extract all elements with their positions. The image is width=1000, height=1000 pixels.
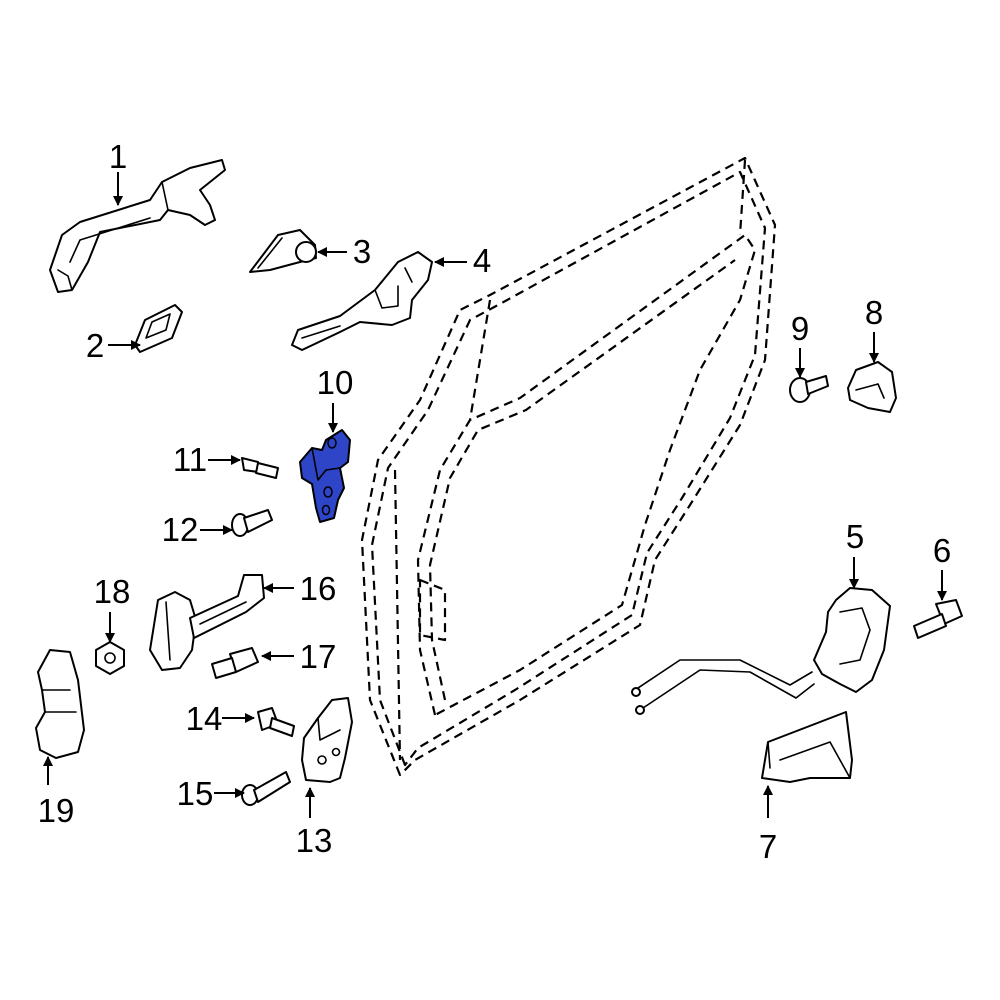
latch-shield-cover [761,711,853,783]
callout-8: 8 [865,294,883,331]
latch-screw-6 [913,599,963,639]
door-hinge-lower [301,697,353,783]
striker-bolt-9 [789,375,829,403]
hinge-bolt-12 [231,509,273,537]
callout-6: 6 [933,532,951,569]
callout-14: 14 [186,700,223,737]
callout-12: 12 [162,511,199,548]
door-hinge-upper-highlighted [299,429,351,523]
leader-lines [43,172,947,818]
callout-15: 15 [177,775,214,812]
callout-19: 19 [38,792,75,829]
callout-labels: 1 2 3 4 5 6 7 8 9 10 11 12 13 14 15 16 1… [38,138,952,865]
callout-11: 11 [173,441,207,478]
callout-17: 17 [300,638,337,675]
callout-5: 5 [846,518,864,555]
door-shell-outline [360,156,777,777]
hinge-bolt-15 [241,771,291,806]
outside-door-handle [49,159,226,293]
callout-4: 4 [473,242,491,279]
callout-3: 3 [353,233,371,270]
inside-pull-handle [35,649,85,759]
door-striker [847,361,897,413]
door-latch-actuator [631,587,891,715]
callout-7: 7 [759,828,777,865]
hinge-bolt-14 [257,707,295,737]
handle-bezel [134,304,183,353]
callout-16: 16 [300,570,337,607]
callout-13: 13 [296,822,333,859]
hinge-bolt-11 [241,457,279,479]
callout-2: 2 [86,327,104,364]
check-bolt-17 [211,647,259,679]
callout-9: 9 [791,310,809,347]
door-check-strap [149,574,265,671]
callout-18: 18 [94,573,131,610]
callout-10: 10 [317,364,354,401]
handle-reinforcement-bracket [291,251,433,351]
check-nut-18 [95,641,125,675]
key-cylinder-switch [249,229,317,273]
callout-1: 1 [109,138,127,175]
